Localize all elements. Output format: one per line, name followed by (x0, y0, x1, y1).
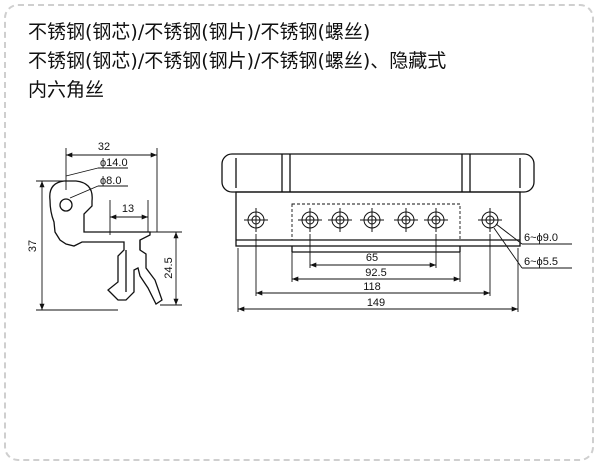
description-line-1: 不锈钢(钢芯)/不锈钢(钢片)/不锈钢(螺丝) (28, 21, 371, 43)
hole-small-label: 6~ϕ5.5 (524, 256, 558, 268)
side-view (49, 180, 163, 305)
screw-holes (244, 208, 502, 232)
description-line-3: 内六角丝 (28, 79, 105, 101)
screw-hole (478, 208, 502, 232)
screw-hole (360, 208, 384, 232)
screw-hole (424, 208, 448, 232)
dim-pin-diameter: ϕ8.0 (100, 175, 121, 187)
dim-92-5: 92.5 (365, 267, 386, 279)
dim-width: 32 (98, 141, 110, 153)
dim-offset: 13 (122, 203, 134, 215)
screw-hole (328, 208, 352, 232)
description-line-2: 不锈钢(钢芯)/不锈钢(钢片)/不锈钢(螺丝)、隐藏式 (28, 50, 447, 72)
dashed-frame (4, 4, 594, 461)
dim-knuckle-outer: ϕ14.0 (100, 157, 128, 169)
dim-65: 65 (366, 252, 378, 264)
hidden-plate (291, 203, 461, 241)
dim-149: 149 (367, 297, 385, 309)
front-dimensions (237, 223, 572, 312)
front-view (221, 153, 535, 253)
hole-large-label: 6~ϕ9.0 (524, 232, 558, 244)
product-description: 不锈钢(钢芯)/不锈钢(钢片)/不锈钢(螺丝) 不锈钢(钢芯)/不锈钢(钢片)/… (28, 18, 588, 105)
pin-circle (59, 198, 73, 212)
screw-hole (244, 208, 268, 232)
dim-118: 118 (363, 281, 381, 293)
screw-hole (298, 208, 322, 232)
barrel (221, 153, 535, 193)
dim-leaf: 24.5 (163, 257, 175, 278)
leaf-plate (235, 191, 521, 247)
dim-height: 37 (27, 240, 39, 252)
screw-hole (394, 208, 418, 232)
side-dimensions (36, 148, 182, 311)
